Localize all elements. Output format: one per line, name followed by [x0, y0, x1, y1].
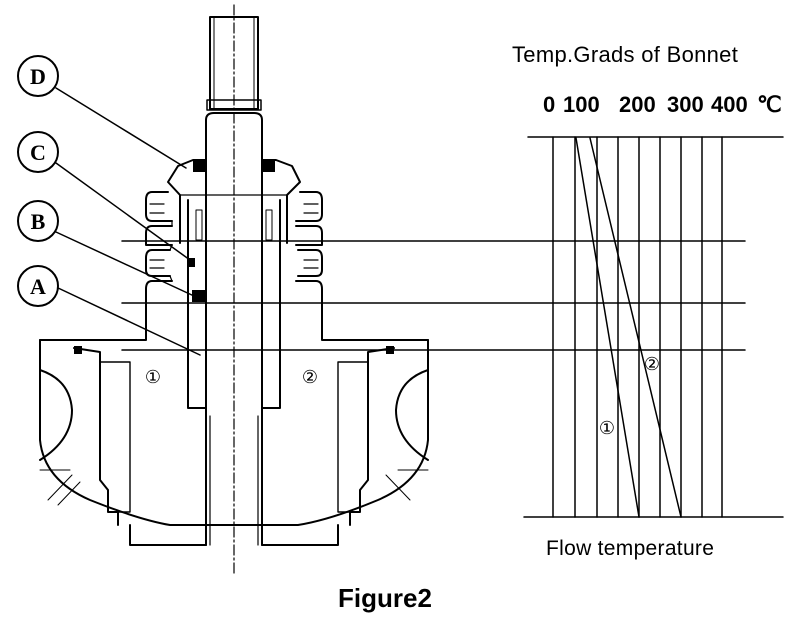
- callout-label-c: C: [30, 140, 46, 165]
- scale-label-0: 0: [543, 92, 556, 117]
- zone-marker-1: ①: [145, 367, 161, 388]
- callout-label-d: D: [30, 64, 46, 89]
- curve-label-2: ②: [644, 354, 660, 375]
- scale-label-200: 200: [619, 92, 656, 117]
- callout-circles: [17, 55, 59, 307]
- scale-unit: ℃: [757, 92, 782, 117]
- callout-leaders: [55, 87, 201, 356]
- valve-stem: [205, 112, 263, 546]
- callout-label-b: B: [31, 209, 46, 234]
- curve-label-1: ①: [599, 418, 615, 439]
- valve-body: [39, 339, 429, 546]
- callout-circle-a: [17, 265, 59, 307]
- temperature-curve-2: [589, 137, 682, 518]
- chart-title: Temp.Grads of Bonnet: [512, 42, 739, 67]
- zone-marker-2: ②: [302, 367, 318, 388]
- callout-circle-b: [17, 200, 59, 242]
- temperature-curve-1: [575, 137, 640, 518]
- callout-circle-d: [17, 55, 59, 97]
- reference-lines: [121, 240, 746, 351]
- flow-temperature-label: Flow temperature: [546, 537, 715, 560]
- callout-circle-c: [17, 131, 59, 173]
- scale-label-400: 400: [711, 92, 748, 117]
- scale-label-100: 100: [563, 92, 600, 117]
- packing-cavity: [187, 199, 281, 409]
- scale-label-300: 300: [667, 92, 704, 117]
- temperature-chart-grid: [523, 136, 784, 518]
- callout-label-a: A: [30, 274, 46, 299]
- figure-caption: Figure2: [338, 583, 432, 613]
